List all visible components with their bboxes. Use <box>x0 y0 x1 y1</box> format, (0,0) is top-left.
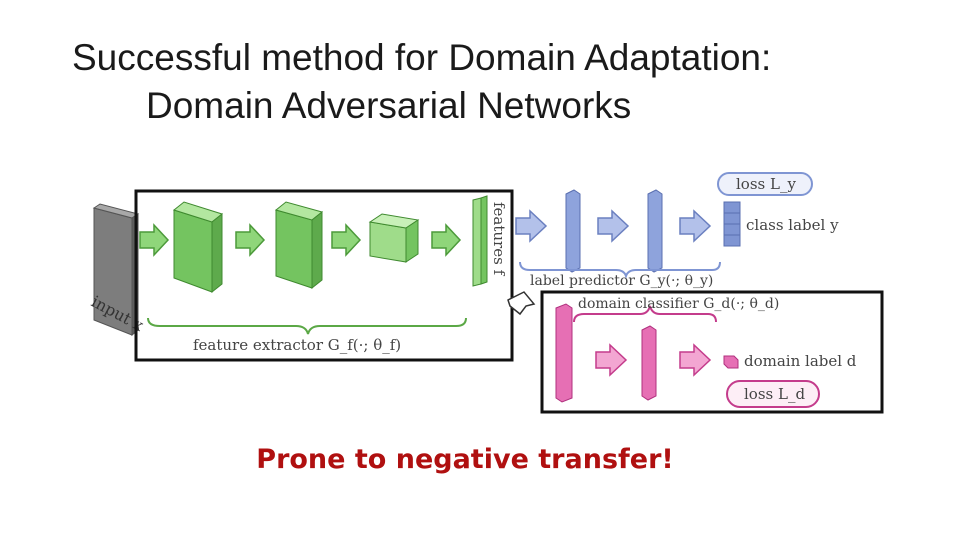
domain-classifier-brace <box>573 305 717 323</box>
class-label: class label y <box>746 216 839 234</box>
gradient-reversal-arrow <box>507 291 536 316</box>
feature-extractor-arrows <box>139 223 462 257</box>
label-predictor-arrows <box>515 209 712 243</box>
title-line-1: Successful method for Domain Adaptation: <box>72 37 772 78</box>
title-line-2: Domain Adversarial Networks <box>146 85 632 126</box>
caption: Prone to negative transfer! <box>256 444 674 475</box>
domain-label: domain label d <box>744 352 857 370</box>
feature-extractor-layers <box>172 195 488 294</box>
slide-title: Successful method for Domain Adaptation:… <box>72 34 932 130</box>
features-label: features f <box>490 202 508 277</box>
label-predictor-brace <box>519 261 721 280</box>
domain-classifier-label: domain classifier G_d(·; θ_d) <box>578 296 779 312</box>
feature-extractor-box <box>134 189 514 362</box>
domain-classifier-box <box>540 290 884 414</box>
loss-y-badge <box>717 172 813 196</box>
loss-d-label: loss L_d <box>744 385 805 403</box>
loss-y-label: loss L_y <box>736 175 796 193</box>
feature-extractor-label: feature extractor G_f(·; θ_f) <box>193 336 401 354</box>
feature-extractor-brace <box>147 317 467 335</box>
domain-classifier-arrows <box>595 343 712 377</box>
label-predictor-label: label predictor G_y(·; θ_y) <box>530 273 713 289</box>
label-predictor-layers <box>565 189 741 273</box>
domain-classifier-layers <box>555 303 739 403</box>
loss-d-badge <box>726 380 820 408</box>
